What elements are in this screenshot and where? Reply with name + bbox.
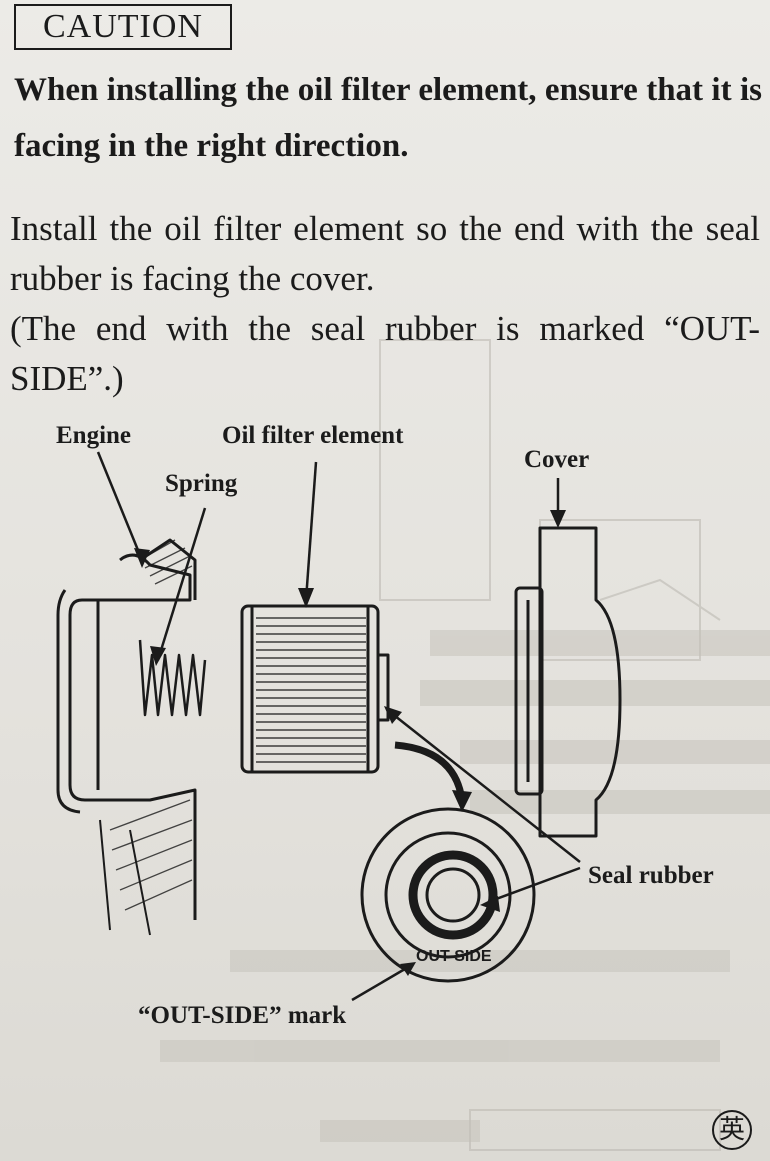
caution-message: When installing the oil filter element, … (14, 72, 762, 164)
cover-shape (514, 526, 622, 838)
outside-mark-text: OUT-SIDE (416, 948, 492, 965)
spring-label: Spring (165, 470, 238, 497)
oil-filter-element-shape (240, 604, 390, 774)
outside-mark-label: “OUT-SIDE” mark (138, 1002, 347, 1029)
caution-heading: CAUTION (14, 4, 232, 50)
oil-filter-element-label: Oil filter element (222, 422, 404, 449)
spring-shape (138, 639, 207, 717)
language-mark: 英 (712, 1110, 752, 1150)
cover-label: Cover (524, 446, 590, 473)
engine-housing-shape (56, 538, 197, 936)
instruction-text: Install the oil filter element so the en… (10, 209, 760, 298)
seal-rubber-label: Seal rubber (588, 862, 714, 889)
instruction-note: (The end with the seal rubber is marked … (10, 309, 760, 398)
installation-instructions: Install the oil filter element so the en… (10, 204, 760, 404)
engine-label: Engine (56, 422, 132, 449)
